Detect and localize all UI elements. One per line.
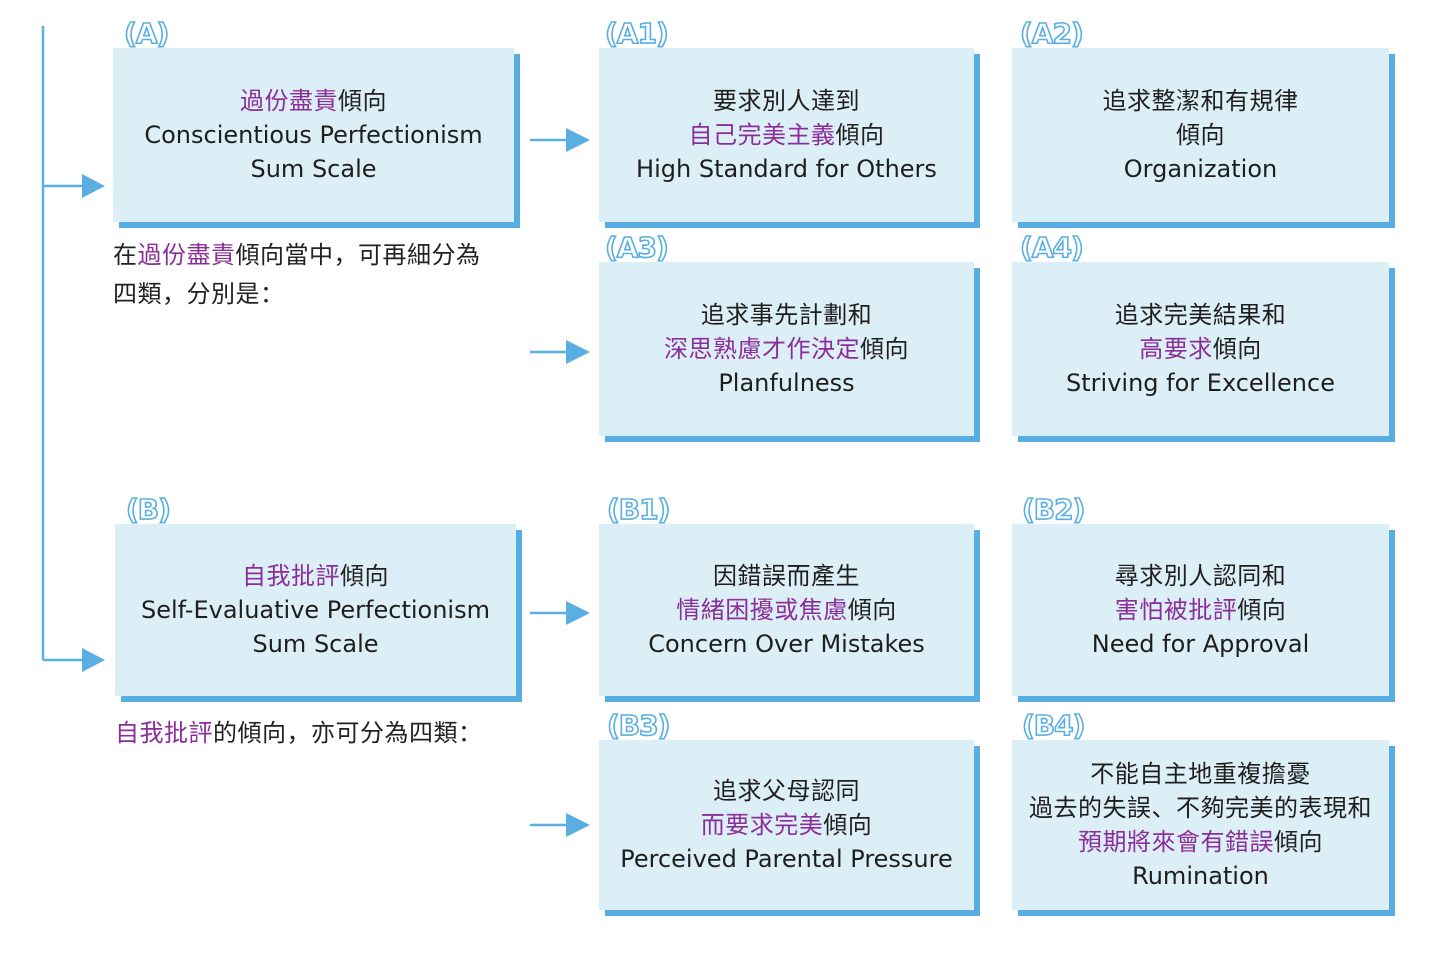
box-a4-zh2: 高要求傾向 [1139, 332, 1262, 366]
box-a3-zh2-black: 傾向 [860, 335, 909, 363]
tag-b: (B) [125, 493, 172, 526]
box-a-en2: Sum Scale [250, 155, 377, 183]
box-a4-zh2-purple: 高要求 [1139, 335, 1213, 363]
note-a-line1: 在過份盡責傾向當中，可再細分為 [113, 236, 481, 275]
box-a3-zh2-purple: 深思熟慮才作決定 [664, 335, 860, 363]
box-a2-organization: 追求整潔和有規律 傾向 Organization [1012, 48, 1389, 222]
tag-a4: (A4) [1019, 231, 1084, 264]
arrow-head-a [82, 174, 105, 198]
box-b2-zh1: 尋求別人認同和 [1114, 562, 1287, 590]
tag-a3: (A3) [604, 231, 669, 264]
box-a3-zh1: 追求事先計劃和 [700, 301, 873, 329]
box-a1-zh2: 自己完美主義傾向 [689, 118, 885, 152]
box-a1-zh1: 要求別人達到 [713, 87, 860, 115]
box-b-self-evaluative-perfectionism: 自我批評傾向 Self-Evaluative Perfectionism Sum… [115, 524, 516, 696]
box-b1-zh2-purple: 情緒困擾或焦慮 [676, 596, 848, 624]
box-b3-en: Perceived Parental Pressure [620, 845, 953, 873]
box-a2-en: Organization [1123, 155, 1278, 183]
box-a1-en: High Standard for Others [636, 155, 937, 183]
box-a1-zh2-purple: 自己完美主義 [688, 121, 836, 149]
box-b3-perceived-parental-pressure: 追求父母認同 而要求完美傾向 Perceived Parental Pressu… [599, 740, 974, 910]
box-b-zh-black: 傾向 [340, 562, 389, 590]
box-b4-zh3-purple: 預期將來會有錯誤 [1078, 828, 1274, 856]
arrow-head-b [82, 648, 105, 672]
note-a: 在過份盡責傾向當中，可再細分為 四類，分別是： [113, 236, 481, 314]
box-b1-zh2: 情緒困擾或焦慮傾向 [676, 593, 897, 627]
box-b2-zh2-black: 傾向 [1237, 596, 1287, 624]
box-a-zh-black: 傾向 [338, 87, 387, 115]
arrow-head-b3 [566, 813, 590, 837]
box-b4-zh2: 過去的失誤、不夠完美的表現和 [1029, 794, 1372, 822]
box-b4-zh3: 預期將來會有錯誤傾向 [1078, 825, 1323, 859]
box-b-zh: 自我批評傾向 [242, 559, 389, 593]
box-b-zh-purple: 自我批評 [242, 562, 340, 590]
note-b-purple: 自我批評 [115, 719, 213, 747]
box-b1-zh1: 因錯誤而產生 [713, 562, 860, 590]
box-a4-en: Striving for Excellence [1066, 369, 1335, 397]
note-a-post: 傾向當中，可再細分為 [235, 241, 481, 269]
note-a-pre: 在 [113, 241, 138, 269]
box-b2-zh2: 害怕被批評傾向 [1115, 593, 1287, 627]
box-b1-concern-over-mistakes: 因錯誤而產生 情緒困擾或焦慮傾向 Concern Over Mistakes [599, 524, 974, 696]
box-a4-zh2-black: 傾向 [1212, 335, 1262, 363]
box-b4-rumination: 不能自主地重複擔憂 過去的失誤、不夠完美的表現和 預期將來會有錯誤傾向 Rumi… [1012, 740, 1389, 910]
box-a-en1: Conscientious Perfectionism [144, 121, 483, 149]
box-b1-en: Concern Over Mistakes [648, 630, 925, 658]
tag-b4: (B4) [1021, 709, 1086, 742]
tag-a: (A) [123, 17, 170, 50]
box-b1-zh2-black: 傾向 [847, 596, 897, 624]
box-a-zh-purple: 過份盡責 [240, 87, 338, 115]
box-a3-zh2: 深思熟慮才作決定傾向 [664, 332, 909, 366]
box-a2-zh1: 追求整潔和有規律 [1102, 87, 1299, 115]
box-b3-zh2-black: 傾向 [823, 811, 873, 839]
box-a1-high-standard-for-others: 要求別人達到 自己完美主義傾向 High Standard for Others [599, 48, 974, 222]
note-a-purple: 過份盡責 [137, 241, 236, 269]
tag-b3: (B3) [606, 709, 671, 742]
box-a2-zh2: 傾向 [1176, 121, 1225, 149]
arrow-head-a3 [566, 340, 590, 364]
box-b4-en: Rumination [1132, 862, 1269, 890]
box-b3-zh2: 而要求完美傾向 [701, 808, 873, 842]
box-a-zh: 過份盡責傾向 [240, 84, 387, 118]
box-b3-zh2-purple: 而要求完美 [700, 811, 824, 839]
box-a3-en: Planfulness [718, 369, 855, 397]
arrow-head-a1 [566, 128, 590, 152]
box-b2-zh2-purple: 害怕被批評 [1114, 596, 1238, 624]
box-a4-striving-for-excellence: 追求完美結果和 高要求傾向 Striving for Excellence [1012, 262, 1389, 436]
note-a-line2: 四類，分別是： [113, 280, 285, 308]
note-b: 自我批評的傾向，亦可分為四類： [115, 714, 483, 753]
box-a3-planfulness: 追求事先計劃和 深思熟慮才作決定傾向 Planfulness [599, 262, 974, 436]
tag-b2: (B2) [1021, 493, 1086, 526]
tag-b1: (B1) [606, 493, 671, 526]
box-a-conscientious-perfectionism: 過份盡責傾向 Conscientious Perfectionism Sum S… [113, 48, 514, 222]
box-b4-zh3-black: 傾向 [1274, 828, 1323, 856]
box-b2-need-for-approval: 尋求別人認同和 害怕被批評傾向 Need for Approval [1012, 524, 1389, 696]
tag-a1: (A1) [604, 17, 669, 50]
box-a1-zh2-black: 傾向 [835, 121, 885, 149]
note-b-post: 的傾向，亦可分為四類： [213, 719, 483, 747]
box-b4-zh1: 不能自主地重複擔憂 [1090, 760, 1311, 788]
box-b-en1: Self-Evaluative Perfectionism [141, 596, 490, 624]
box-b-en2: Sum Scale [252, 630, 379, 658]
arrow-head-b1 [566, 601, 590, 625]
box-a4-zh1: 追求完美結果和 [1114, 301, 1287, 329]
box-b3-zh1: 追求父母認同 [713, 777, 860, 805]
box-b2-en: Need for Approval [1091, 630, 1310, 658]
note-b-line1: 自我批評的傾向，亦可分為四類： [115, 714, 483, 753]
tag-a2: (A2) [1019, 17, 1084, 50]
